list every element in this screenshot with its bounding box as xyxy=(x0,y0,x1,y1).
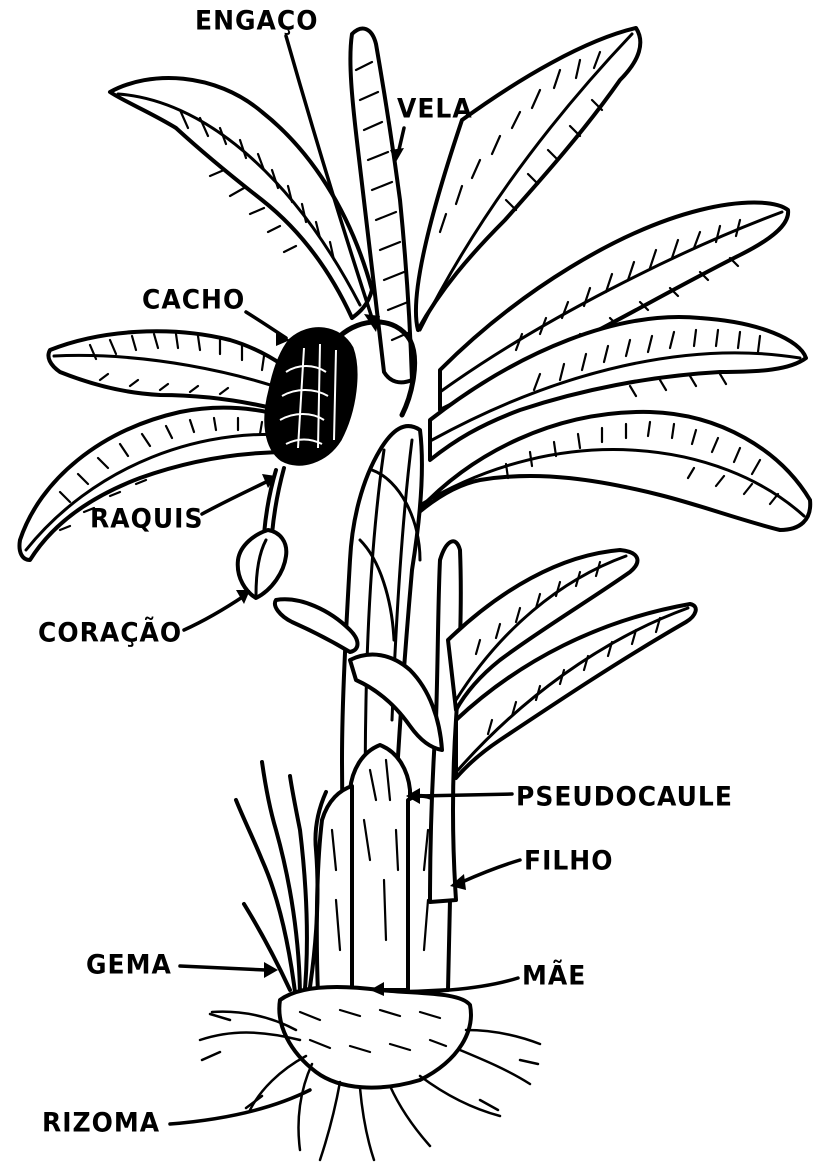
label-filho: FILHO xyxy=(524,847,614,874)
pointer-coracao xyxy=(184,590,250,630)
gema-sprout xyxy=(236,762,326,1000)
pointer-rizoma xyxy=(170,1090,310,1124)
label-gema: GEMA xyxy=(86,951,172,978)
pointer-cacho xyxy=(246,312,290,346)
label-coracao: CORAÇÃO xyxy=(38,619,182,646)
label-cacho: CACHO xyxy=(142,286,245,313)
label-engaco: ENGAÇO xyxy=(195,7,318,34)
pointer-raquis xyxy=(202,474,276,514)
label-rizoma: RIZOMA xyxy=(42,1109,160,1136)
pointer-gema xyxy=(180,962,278,978)
label-pseudocaule: PSEUDOCAULE xyxy=(516,783,733,810)
coracao-heart xyxy=(238,530,287,598)
label-raquis: RAQUIS xyxy=(90,505,203,532)
label-vela: VELA xyxy=(397,95,473,122)
label-mae: MÃE xyxy=(522,962,586,989)
pointer-filho xyxy=(450,860,520,890)
